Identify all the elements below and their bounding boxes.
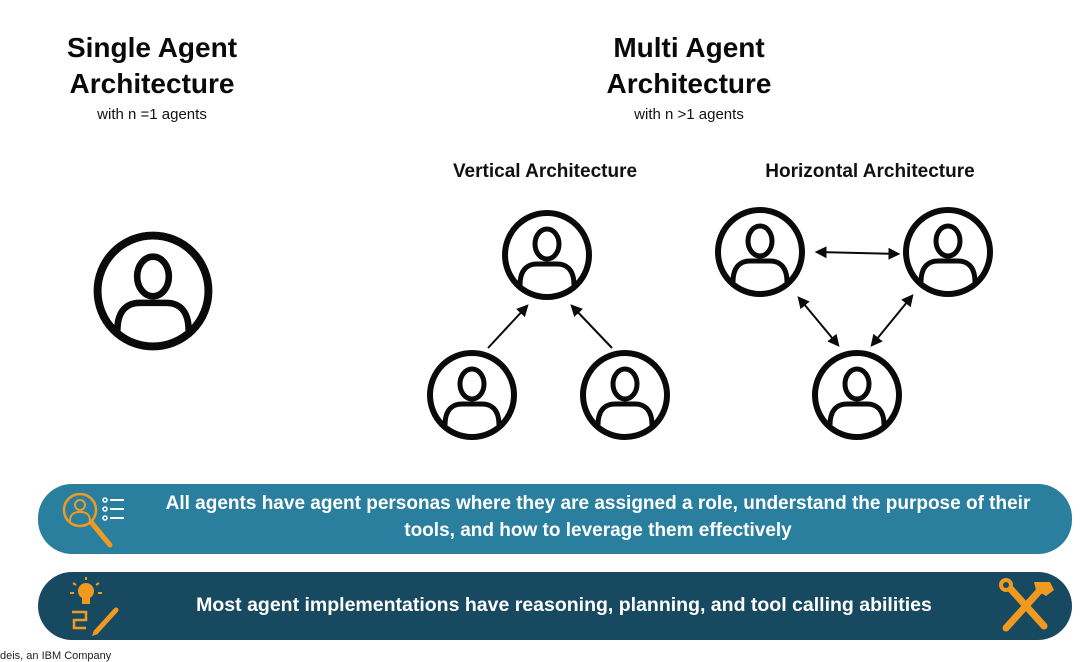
horizontal-architecture-title: Horizontal Architecture [765,161,975,182]
agent-abilities-banner: Most agent implementations have reasonin… [38,572,1072,640]
horizontal-bottom-agent-icon [815,353,899,437]
vertical-right-arrow [570,304,613,349]
vertical-left-agent-icon [430,353,514,437]
horizontal-right-arrow [870,294,914,347]
tools-icon [999,578,1054,632]
single-agent-subtitle: with n =1 agents [97,106,207,123]
single-agent-icon [98,236,209,347]
vertical-top-agent-icon [505,213,589,297]
horizontal-left-agent-icon [718,210,802,294]
horizontal-left-arrow [797,296,840,347]
agent-abilities-text: Most agent implementations have reasonin… [196,594,932,616]
multi-agent-subtitle: with n >1 agents [634,106,744,123]
horizontal-top-arrow [814,246,901,260]
lightbulb-pencil-icon [70,577,119,636]
agent-personas-text: All agents have agent personas where the… [165,493,1031,541]
vertical-left-arrow [487,304,529,349]
multi-agent-title: Multi Agent Architecture [589,30,789,102]
footer-credit: deis, an IBM Company [0,650,112,662]
single-agent-title: Single Agent Architecture [52,30,252,102]
architecture-diagram [0,0,1082,480]
horizontal-right-agent-icon [906,210,990,294]
vertical-right-agent-icon [583,353,667,437]
multi-agent-title-line2: Architecture [606,68,772,99]
vertical-architecture-title: Vertical Architecture [452,161,638,182]
single-agent-title-line2: Architecture [69,68,235,99]
agent-personas-banner: All agents have agent personas where the… [38,484,1072,554]
single-agent-title-line1: Single Agent [66,32,238,63]
multi-agent-title-line1: Multi Agent [613,32,765,63]
persona-search-icon [62,492,124,548]
